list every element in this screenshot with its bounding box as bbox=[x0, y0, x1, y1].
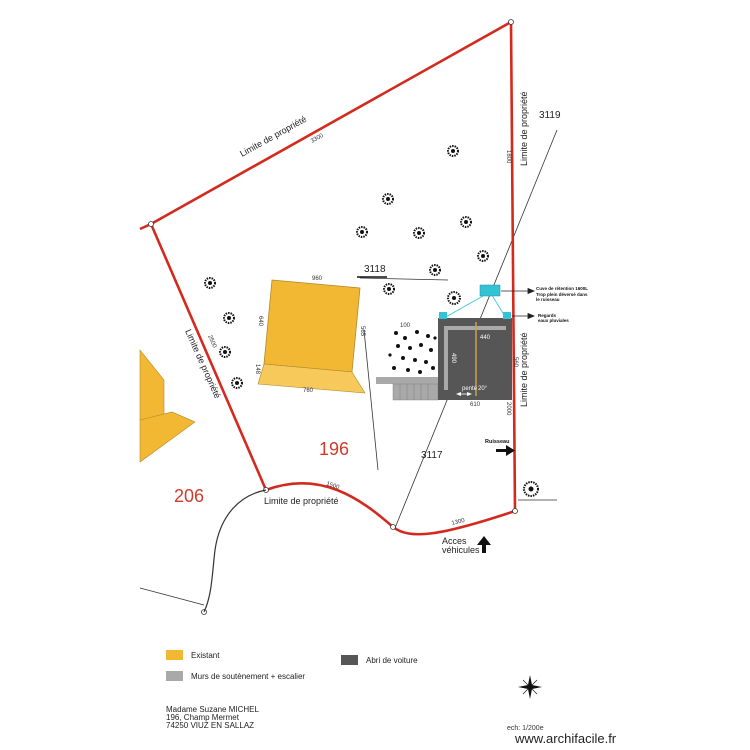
tree-icon bbox=[447, 145, 459, 157]
tree-icon bbox=[523, 481, 539, 497]
boundary-label-left: Limite de propriété bbox=[183, 328, 222, 400]
drain-note-2: eaux pluviales bbox=[538, 318, 569, 323]
annotation-arrows bbox=[456, 287, 536, 396]
tree-icon bbox=[477, 250, 489, 262]
car-shelter bbox=[438, 318, 512, 400]
scale-label: ech: 1/200e bbox=[507, 725, 544, 732]
tank-note-3: le ruisseau bbox=[536, 297, 560, 302]
tree-icon bbox=[460, 216, 472, 228]
house-dim-top: 960 bbox=[312, 276, 323, 282]
shelter-dim-inner: 440 bbox=[480, 335, 491, 341]
retaining-walls bbox=[376, 377, 439, 401]
house-dim-right: 565 bbox=[359, 326, 365, 337]
boundary-label-right-upper: Limite de propriété bbox=[519, 91, 529, 166]
boundary-label-bottom: Limite de propriété bbox=[264, 496, 339, 506]
property-boundary bbox=[139, 20, 517, 536]
dimension-road-right: 1300 bbox=[451, 518, 466, 527]
owner-city: 74250 VIUZ EN SALLAZ bbox=[166, 721, 254, 730]
dimension-right-upper: 1800 bbox=[505, 150, 511, 164]
tree-icon bbox=[447, 291, 461, 305]
boundary-markers bbox=[148, 19, 518, 615]
retention-tank bbox=[479, 284, 501, 297]
tree-icon bbox=[413, 227, 425, 239]
shelter-dim-side: 490 bbox=[450, 353, 456, 364]
tree-icon bbox=[231, 377, 243, 389]
legend-label-murs: Murs de soutènement + escalier bbox=[191, 672, 305, 681]
tree-icon bbox=[429, 264, 441, 276]
dimension-right-lower: 2000 bbox=[505, 402, 511, 416]
vehicle-access-line2: véhicules bbox=[442, 545, 480, 555]
legend-swatch-existant bbox=[166, 650, 183, 660]
arrow-up-icon bbox=[477, 536, 491, 553]
parcel-3117: 3117 bbox=[421, 450, 443, 461]
shelter-dim-width: 610 bbox=[470, 402, 481, 408]
legend-label-existant: Existant bbox=[191, 651, 220, 660]
tree-icon bbox=[204, 277, 216, 289]
legend-label-abri: Abri de voiture bbox=[366, 656, 418, 665]
boundary-label-right-lower: Limite de propriété bbox=[519, 332, 529, 407]
arrow-right-icon bbox=[496, 445, 515, 456]
road-edge bbox=[203, 489, 267, 613]
parcel-206: 206 bbox=[174, 486, 204, 506]
drain-box-left bbox=[439, 312, 447, 319]
drain-box-right bbox=[503, 312, 511, 319]
house-dim-bottom: 760 bbox=[303, 388, 314, 394]
tree-icon bbox=[382, 193, 394, 205]
tree-icon bbox=[223, 312, 235, 324]
compass-rose-icon bbox=[518, 675, 542, 699]
shrub-cluster bbox=[388, 330, 437, 374]
owner-street: 196, Champ Mermet bbox=[166, 713, 240, 722]
slope-degree: 20° bbox=[478, 386, 488, 392]
house-dim-left-lower: 148 bbox=[254, 364, 260, 375]
dimension-road-left: 1500 bbox=[325, 481, 340, 491]
tree-icon bbox=[219, 346, 231, 358]
parcel-3119: 3119 bbox=[539, 110, 561, 121]
rain-water-system bbox=[439, 284, 511, 319]
shelter-gap: 100 bbox=[400, 323, 411, 329]
slope-label: pente bbox=[462, 386, 478, 392]
tree-icon bbox=[383, 283, 395, 295]
vehicle-access-line1: Acces bbox=[442, 536, 467, 546]
tree-icon bbox=[356, 226, 368, 238]
owner-name: Madame Suzane MICHEL bbox=[166, 705, 259, 714]
legend-swatch-murs bbox=[166, 671, 183, 681]
stream-label: Ruisseau bbox=[485, 439, 509, 445]
shelter-dim-right: 560 bbox=[512, 357, 518, 368]
watermark: www.archifacile.fr bbox=[514, 731, 617, 746]
trees bbox=[204, 145, 539, 497]
neighbor-building bbox=[139, 349, 196, 463]
drain-note-1: Regards bbox=[538, 313, 557, 318]
boundary-label-top: Limite de propriété bbox=[238, 114, 308, 159]
tank-note-2: Trop plein déversé dans bbox=[536, 292, 588, 297]
parcel-196: 196 bbox=[319, 439, 349, 459]
house-dim-left: 640 bbox=[257, 316, 263, 327]
dimension-left: 2500 bbox=[206, 334, 217, 349]
parcel-3118: 3118 bbox=[364, 264, 386, 275]
tank-note-1: Cuve de rétention 1600L bbox=[536, 286, 588, 291]
legend-swatch-abri bbox=[341, 655, 358, 665]
legend: Existant Murs de soutènement + escalier … bbox=[166, 650, 418, 681]
existing-house bbox=[257, 279, 366, 394]
